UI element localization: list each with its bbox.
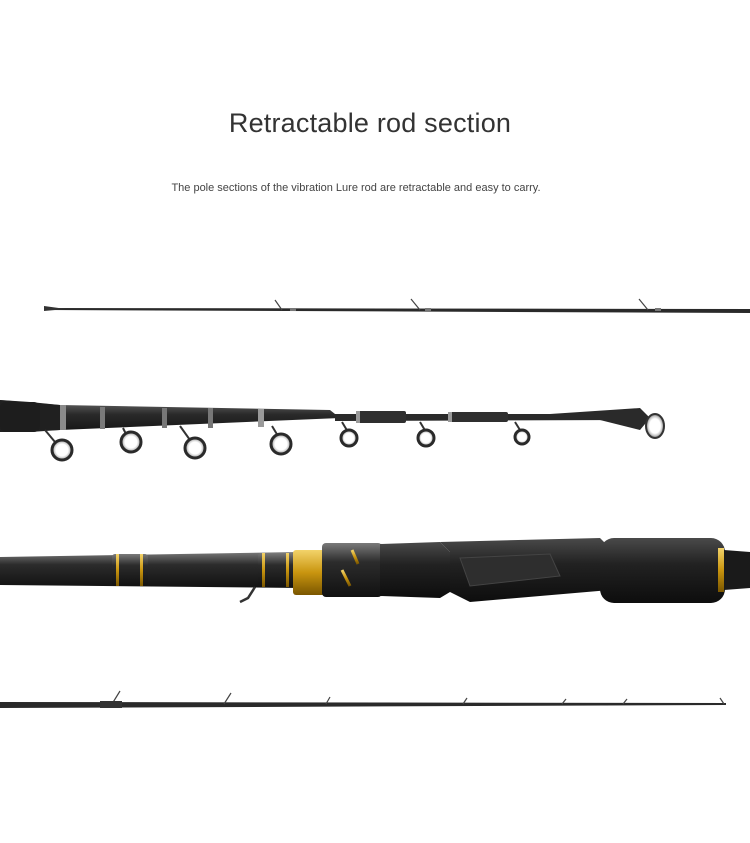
telescopic-tip-section-photo (44, 298, 750, 313)
page-title: Retractable rod section (228, 108, 512, 138)
collapsed-sections-with-guides-photo (0, 400, 665, 462)
reel-seat-and-handle-photo (0, 538, 750, 604)
full-rod-extended-photo (0, 690, 726, 708)
page-subtitle: The pole sections of the vibration Lure … (171, 182, 541, 194)
